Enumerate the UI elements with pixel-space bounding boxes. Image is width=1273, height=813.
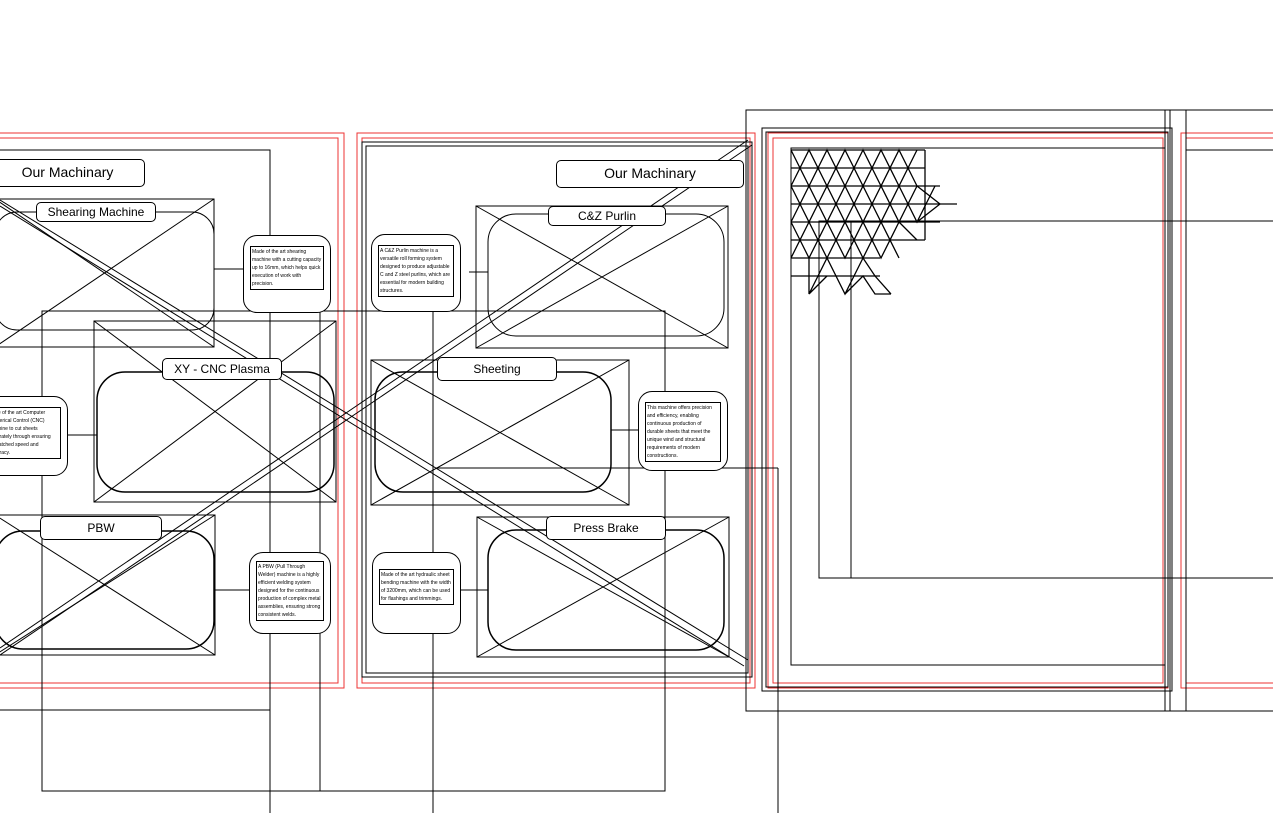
desc-cnc: State of the art Computer Numerical Cont… — [0, 396, 68, 476]
desc-text: This machine offers precision and effici… — [645, 402, 721, 462]
desc-text: Made of the art hydraulic sheet bending … — [379, 569, 454, 605]
triangle-pattern — [790, 148, 957, 296]
desc-text: A C&Z Purlin machine is a versatile roll… — [378, 245, 454, 297]
desc-pbw: A PBW (Pull Through Welder) machine is a… — [249, 552, 331, 634]
machine-label-sheeting: Sheeting — [437, 357, 557, 381]
panel-title: Our Machinary — [0, 159, 145, 187]
machine-label-shearing: Shearing Machine — [36, 202, 156, 222]
machine-label-cnc: XY - CNC Plasma — [162, 358, 282, 380]
panel-title: Our Machinary — [556, 160, 744, 188]
machine-label-pbw: PBW — [40, 516, 162, 540]
desc-text: A PBW (Pull Through Welder) machine is a… — [256, 561, 324, 621]
machine-label-purlin: C&Z Purlin — [548, 206, 666, 226]
desc-shearing: Made of the art shearing machine with a … — [243, 235, 331, 313]
desc-purlin: A C&Z Purlin machine is a versatile roll… — [371, 234, 461, 312]
desc-text: State of the art Computer Numerical Cont… — [0, 407, 61, 459]
machine-label-pressbrake: Press Brake — [546, 516, 666, 540]
desc-text: Made of the art shearing machine with a … — [250, 246, 324, 290]
desc-sheeting: This machine offers precision and effici… — [638, 391, 728, 471]
desc-pressbrake: Made of the art hydraulic sheet bending … — [372, 552, 461, 634]
